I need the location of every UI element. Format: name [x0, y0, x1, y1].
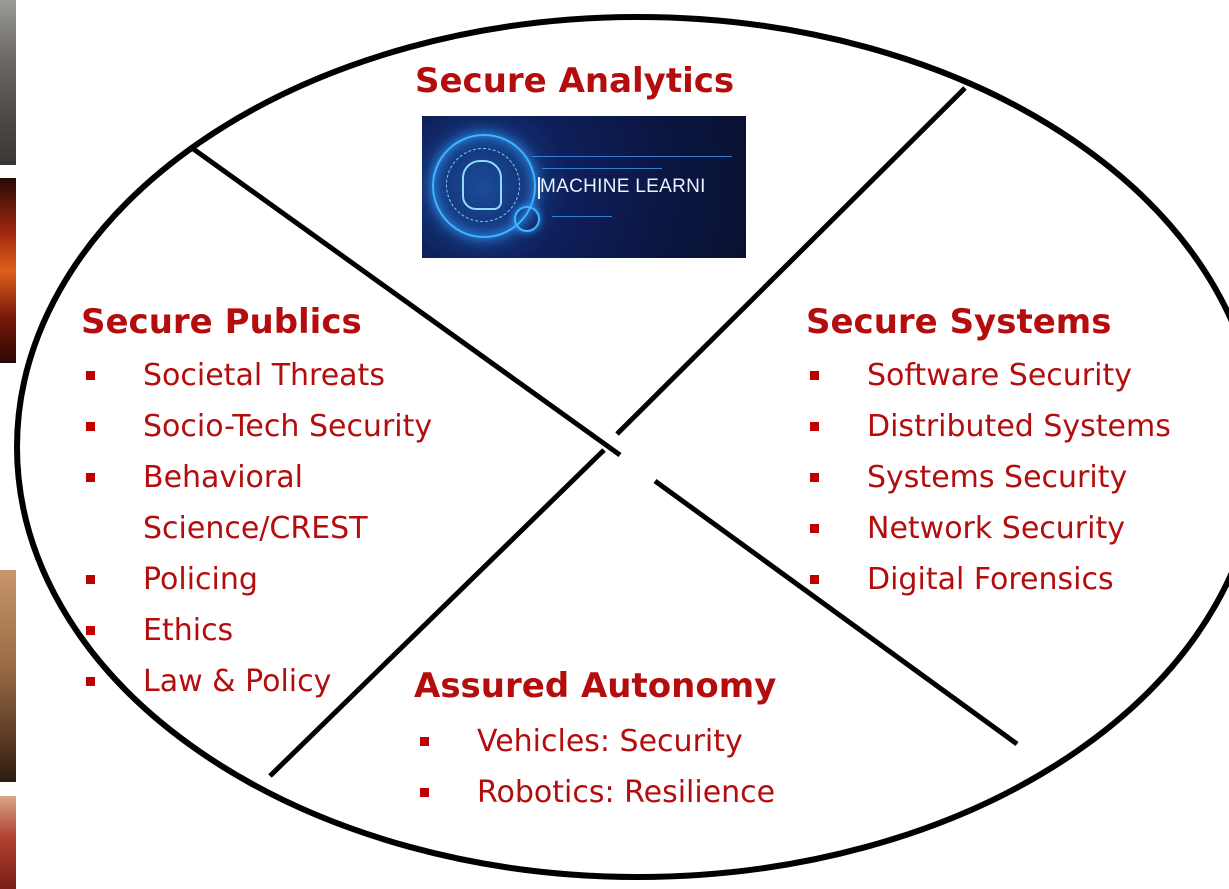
list-item: Systems Security: [810, 452, 1171, 503]
list-item: Vehicles: Security: [420, 716, 775, 767]
bullet-icon: [420, 788, 429, 797]
circuit-line: [552, 216, 612, 217]
divider-lower-right: [653, 478, 1019, 747]
list-item: Behavioral Science/CREST: [86, 452, 432, 554]
bullet-icon: [86, 473, 95, 482]
secure-systems-list: Software Security Distributed Systems Sy…: [810, 350, 1171, 605]
list-item: Software Security: [810, 350, 1171, 401]
bullet-icon: [810, 473, 819, 482]
list-item: Digital Forensics: [810, 554, 1171, 605]
list-item: Ethics: [86, 605, 432, 656]
list-item: Robotics: Resilience: [420, 767, 775, 818]
bullet-icon: [86, 677, 95, 686]
photo-strip-smoke: [0, 0, 16, 165]
list-item: Network Security: [810, 503, 1171, 554]
divider-upper-left: [190, 145, 622, 458]
photo-strip-red: [0, 796, 16, 889]
bullet-icon: [86, 575, 95, 584]
bullet-icon: [810, 422, 819, 431]
bullet-icon: [86, 422, 95, 431]
outer-ellipse: [14, 14, 1229, 880]
bullet-icon: [810, 575, 819, 584]
circuit-line: [542, 168, 662, 169]
ring-graphic: [432, 134, 536, 238]
ai-head-icon: [462, 160, 502, 210]
machine-learning-image: MACHINE LEARNI: [422, 116, 746, 258]
machine-learning-text: MACHINE LEARNI: [540, 176, 706, 197]
list-item: Socio-Tech Security: [86, 401, 432, 452]
photo-strip-hands: [0, 570, 16, 782]
text-divider: [538, 177, 540, 199]
photo-strip-fire: [0, 178, 16, 363]
bullet-icon: [810, 371, 819, 380]
ring-inner-graphic: [446, 148, 520, 222]
list-item: Societal Threats: [86, 350, 432, 401]
list-item: Distributed Systems: [810, 401, 1171, 452]
secure-analytics-title: Secure Analytics: [415, 61, 735, 101]
circuit-line: [532, 156, 732, 157]
secure-systems-title: Secure Systems: [806, 302, 1112, 342]
divider-lower-left: [268, 448, 606, 778]
assured-autonomy-title: Assured Autonomy: [414, 666, 777, 706]
bullet-icon: [86, 371, 95, 380]
list-item: Policing: [86, 554, 432, 605]
assured-autonomy-list: Vehicles: Security Robotics: Resilience: [420, 716, 775, 818]
divider-upper-right: [615, 86, 967, 436]
bullet-icon: [420, 737, 429, 746]
bullet-icon: [86, 626, 95, 635]
secure-publics-list: Societal Threats Socio-Tech Security Beh…: [86, 350, 432, 707]
secure-publics-title: Secure Publics: [81, 302, 362, 342]
bullet-icon: [810, 524, 819, 533]
circuit-node-icon: [514, 206, 540, 232]
list-item: Law & Policy: [86, 656, 432, 707]
